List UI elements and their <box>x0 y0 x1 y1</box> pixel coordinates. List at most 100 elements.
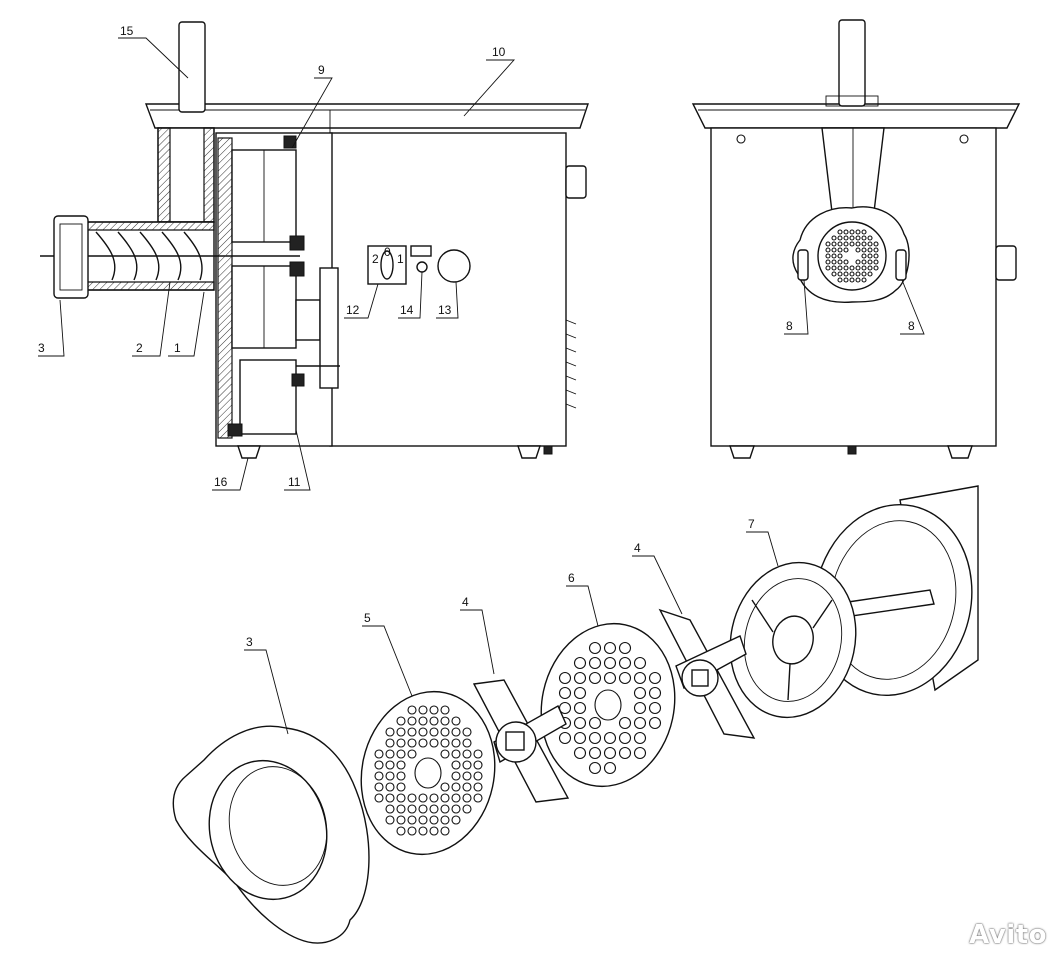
plate-hole <box>633 686 647 700</box>
foot <box>517 445 541 459</box>
plate-hole <box>831 253 837 259</box>
stop-button <box>437 249 471 283</box>
plate-hole <box>573 716 587 730</box>
plate-hole <box>588 656 602 670</box>
plate-hole <box>603 731 617 745</box>
plate-hole <box>385 727 395 737</box>
front-view <box>691 19 1021 459</box>
switch-label-2: 2 <box>372 252 379 266</box>
plate-hole <box>843 241 849 247</box>
plate-hole <box>867 259 873 265</box>
plate-hole <box>418 804 428 814</box>
plate-hole <box>429 793 439 803</box>
plate-hole <box>573 671 587 685</box>
switch-label-0: 0 <box>384 245 391 259</box>
callout-9: 9 <box>318 63 325 77</box>
plate-hole <box>407 705 417 715</box>
plate-hole <box>451 804 461 814</box>
housing-body <box>329 132 567 447</box>
plate-hole <box>451 760 461 770</box>
plate-hole <box>867 265 873 271</box>
plate-hole <box>831 235 837 241</box>
plate-hole <box>855 277 861 283</box>
callout-14: 14 <box>400 303 414 317</box>
callout-15: 15 <box>120 24 134 38</box>
plate-hole <box>831 265 837 271</box>
plate-hole <box>855 241 861 247</box>
plate-hole <box>867 241 873 247</box>
plate-hole <box>462 771 472 781</box>
plate-hole <box>451 815 461 825</box>
plate-hole <box>849 277 855 283</box>
plate-hole <box>396 804 406 814</box>
plate-hole <box>855 265 861 271</box>
plate-hole <box>440 727 450 737</box>
plate-hole <box>588 761 602 775</box>
plate-hole <box>396 815 406 825</box>
plate-hole <box>418 826 428 836</box>
plate-hole <box>573 701 587 715</box>
plate-hole <box>843 271 849 277</box>
plate-hole <box>603 656 617 670</box>
leader-lines <box>38 37 925 735</box>
plate-hole <box>451 749 461 759</box>
plate-hole <box>849 235 855 241</box>
plate-hole <box>861 271 867 277</box>
front-pusher <box>838 19 866 107</box>
plate-hole <box>825 253 831 259</box>
callout-16: 16 <box>214 475 228 489</box>
plate-hole <box>374 782 384 792</box>
plate-hole <box>648 671 662 685</box>
auger <box>95 231 203 281</box>
plate-hole <box>837 253 843 259</box>
plate-hole <box>462 793 472 803</box>
plate-hole <box>462 804 472 814</box>
plate-hole <box>837 247 843 253</box>
callout-11: 11 <box>288 475 301 489</box>
plate-hole <box>855 235 861 241</box>
plate-hole <box>588 671 602 685</box>
plate-hole <box>407 727 417 737</box>
plate-hole <box>855 247 861 253</box>
clamp-right <box>895 249 907 281</box>
plate-hole <box>843 235 849 241</box>
plate-hole <box>407 826 417 836</box>
plate-hole <box>618 671 632 685</box>
plate-hole <box>407 749 417 759</box>
plate-hole <box>462 782 472 792</box>
plate-hole <box>451 793 461 803</box>
plate-hole <box>407 716 417 726</box>
plate-hole <box>418 815 428 825</box>
plate-hole <box>849 241 855 247</box>
plate-hole <box>573 746 587 760</box>
plate-hole <box>861 229 867 235</box>
plate-hole <box>473 782 483 792</box>
plate-hole <box>451 771 461 781</box>
plate-hole <box>873 241 879 247</box>
plate-hole <box>825 241 831 247</box>
plate-hole <box>418 727 428 737</box>
motor-flange <box>319 267 339 389</box>
plate-hole <box>429 804 439 814</box>
plate-hole <box>831 271 837 277</box>
plate-hole <box>558 686 572 700</box>
plate-hole <box>861 235 867 241</box>
plate-hole <box>429 815 439 825</box>
plate-hole <box>831 259 837 265</box>
plate-hole <box>429 738 439 748</box>
plate-hole <box>573 731 587 745</box>
plate-hole <box>573 656 587 670</box>
plate-hole <box>843 265 849 271</box>
cable-gland <box>565 165 587 199</box>
plate-hole <box>861 277 867 283</box>
plate-hole <box>618 746 632 760</box>
plate-hole <box>440 804 450 814</box>
plate-hole <box>588 641 602 655</box>
plate-hole <box>588 746 602 760</box>
plate-hole <box>867 253 873 259</box>
callout-13: 13 <box>438 303 452 317</box>
plate-hole <box>861 253 867 259</box>
callout-3: 3 <box>38 341 45 355</box>
plate-hole <box>558 671 572 685</box>
